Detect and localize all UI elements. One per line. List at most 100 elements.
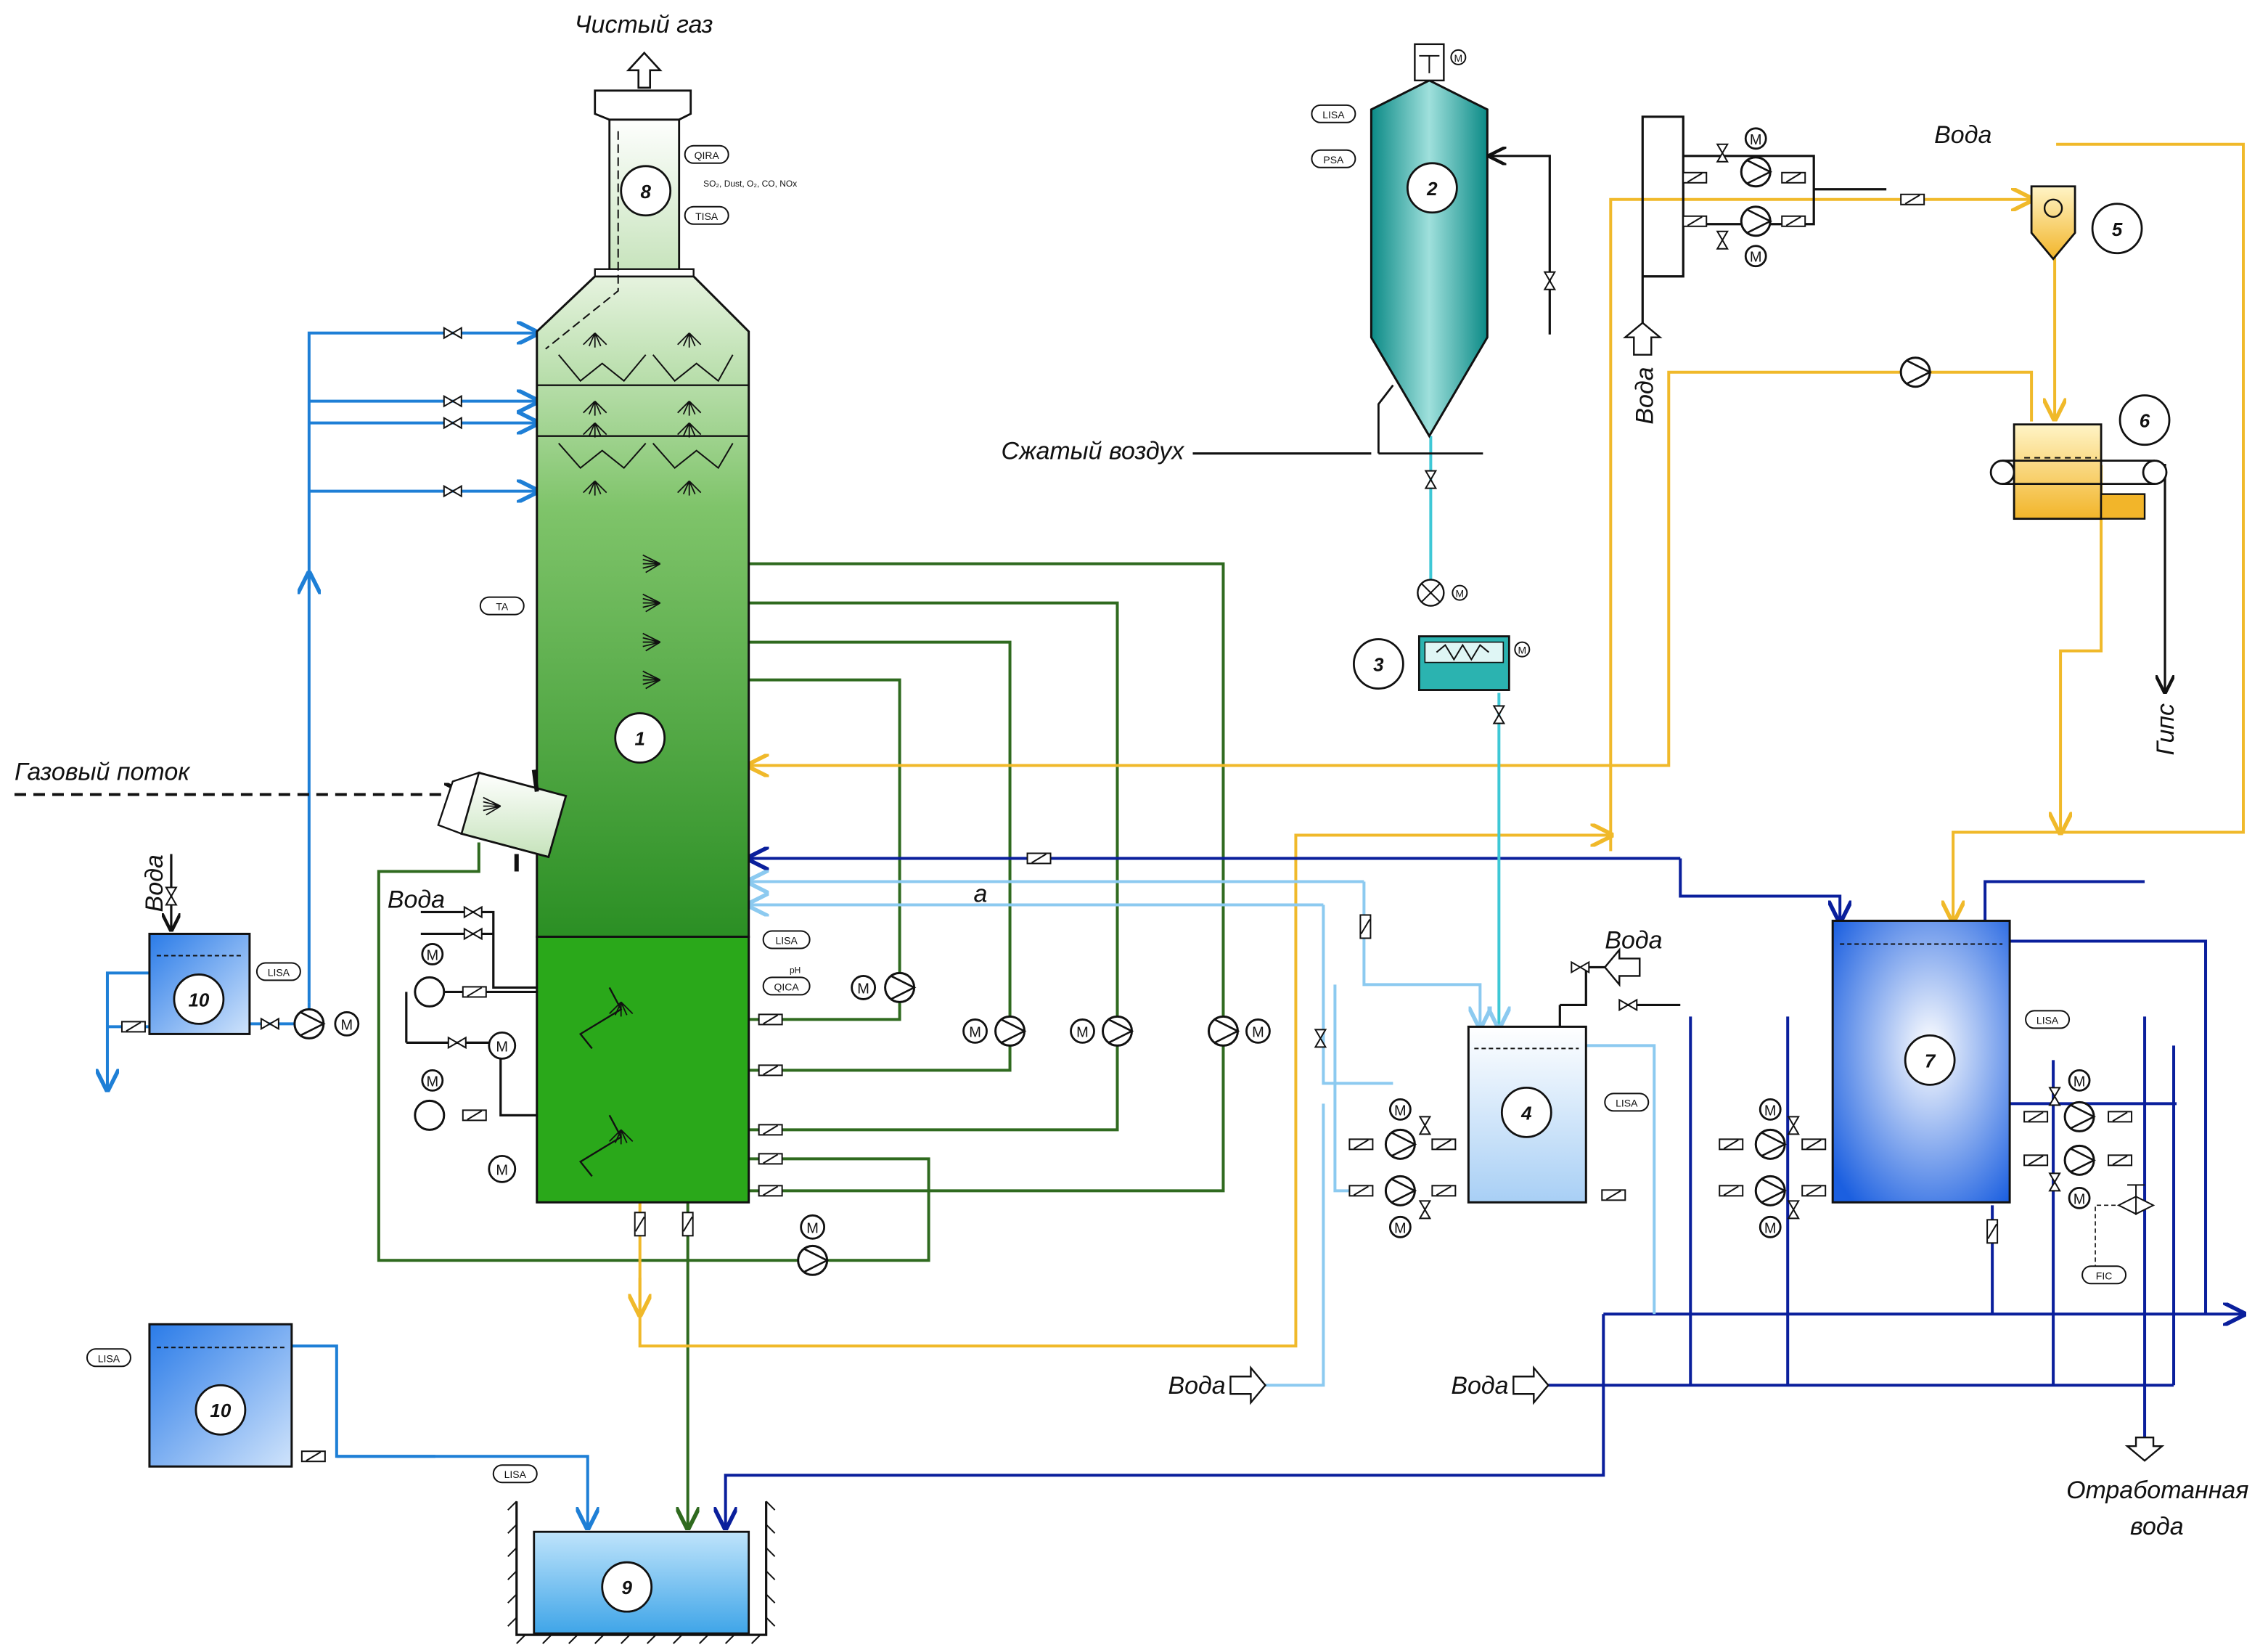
svg-text:M: M [1076, 1024, 1089, 1040]
label-water-tank10: Вода [141, 854, 168, 912]
number-6: 6 [2118, 394, 2171, 446]
svg-text:1: 1 [634, 728, 644, 750]
number-10a: 10 [173, 973, 225, 1025]
svg-text:QIRA: QIRA [695, 150, 720, 161]
label-gypsum: Гипс [2152, 703, 2179, 756]
label-water-bottom-mid: Вода [1451, 1372, 1508, 1400]
number-3: 3 [1353, 638, 1404, 690]
svg-text:M: M [2073, 1191, 2086, 1207]
inlet-arrows [1229, 322, 2165, 1462]
number-1: 1 [614, 712, 666, 764]
tag-ph: pH [790, 965, 801, 975]
gypsum-slurry-lines [640, 142, 2246, 1348]
svg-text:LISA: LISA [268, 966, 290, 978]
tag-tisa: TISA [684, 205, 729, 225]
tag-lisa-10a: LISA [255, 962, 301, 981]
svg-text:M: M [426, 1074, 438, 1090]
number-5: 5 [2091, 203, 2143, 255]
svg-text:M: M [2073, 1074, 2086, 1090]
svg-text:M: M [496, 1039, 508, 1055]
label-water-vertical: Вода [1631, 367, 1658, 424]
number-8: 8 [620, 165, 672, 217]
svg-text:TA: TA [496, 601, 509, 613]
svg-text:5: 5 [2112, 218, 2123, 240]
equipment-numbers: 1 2 3 4 5 6 7 8 9 10 10 [173, 162, 2171, 1613]
instrument-tags: QIRA SO₂, Dust, O₂, CO, NOx TISA TA LISA… [86, 104, 2127, 1484]
svg-text:LISA: LISA [504, 1469, 527, 1480]
belt-filter [1989, 423, 2168, 520]
flowmeters [120, 171, 2133, 1463]
tag-qira: QIRA [684, 144, 729, 164]
tag-lisa-7: LISA [2025, 1010, 2071, 1029]
tag-qica: QICA [762, 976, 811, 996]
label-water-tank4: Вода [1605, 926, 1662, 954]
svg-text:TISA: TISA [695, 211, 719, 222]
svg-text:LISA: LISA [1616, 1097, 1638, 1108]
label-stream-a: a [974, 880, 988, 907]
number-10b: 10 [195, 1384, 247, 1436]
svg-text:M: M [496, 1162, 508, 1178]
label-compressed-air: Сжатый воздух [1002, 438, 1185, 465]
tag-fic: FIC [2081, 1265, 2127, 1285]
svg-text:M: M [1394, 1220, 1407, 1236]
svg-text:LISA: LISA [1322, 109, 1345, 121]
hydrocyclone [2030, 185, 2076, 261]
svg-text:7: 7 [1925, 1050, 1936, 1071]
number-4: 4 [1500, 1086, 1552, 1138]
svg-text:3: 3 [1373, 654, 1384, 676]
svg-text:M: M [1750, 250, 1762, 266]
tag-ta: TA [479, 596, 525, 616]
number-7: 7 [1904, 1034, 1956, 1086]
svg-text:M: M [426, 947, 438, 963]
label-clean-gas: Чистый газ [575, 11, 713, 38]
control-valve [2095, 1184, 2156, 1276]
number-9: 9 [601, 1561, 653, 1613]
svg-text:M: M [1518, 645, 1527, 656]
svg-text:8: 8 [640, 181, 651, 203]
tag-psa: PSA [1311, 149, 1356, 168]
tag-lisa-4: LISA [1604, 1092, 1650, 1112]
tag-lisa-absorber: LISA [762, 930, 811, 949]
valves [165, 143, 2061, 1220]
svg-text:LISA: LISA [2036, 1014, 2059, 1026]
recirculation-lines [377, 562, 1225, 1528]
svg-text:M: M [1764, 1220, 1777, 1236]
svg-text:M: M [857, 981, 869, 997]
absorber-tower [437, 51, 750, 1204]
svg-text:LISA: LISA [775, 934, 798, 946]
svg-text:M: M [1750, 132, 1762, 148]
lime-silo [1370, 43, 1489, 455]
tag-lisa-10b: LISA [86, 1348, 131, 1368]
process-water-lines [726, 858, 2243, 1527]
svg-text:9: 9 [621, 1577, 632, 1598]
label-water-absorber: Вода [388, 886, 445, 913]
label-water-bottom-left: Вода [1168, 1372, 1225, 1400]
tag-qira-note: SO₂, Dust, O₂, CO, NOx [703, 179, 797, 189]
lime-feed-line [1429, 436, 1499, 1027]
svg-text:M: M [1764, 1103, 1777, 1119]
svg-text:PSA: PSA [1323, 154, 1344, 166]
svg-text:LISA: LISA [98, 1352, 120, 1364]
label-waste-water-1: Отработанная [2066, 1477, 2248, 1504]
svg-text:M: M [1252, 1024, 1264, 1040]
svg-text:6: 6 [2140, 410, 2150, 432]
svg-text:M: M [806, 1220, 819, 1236]
svg-text:FIC: FIC [2096, 1270, 2113, 1281]
svg-text:QICA: QICA [774, 981, 800, 992]
svg-text:M: M [969, 1024, 981, 1040]
tag-lisa-silo: LISA [1311, 104, 1356, 123]
flow-labels: Чистый газ Газовый поток Сжатый воздух В… [15, 11, 2248, 1540]
gas-inlet-nozzle [437, 769, 568, 872]
svg-text:10: 10 [210, 1400, 231, 1421]
svg-text:2: 2 [1426, 178, 1438, 200]
svg-text:10: 10 [188, 989, 209, 1010]
svg-text:4: 4 [1520, 1102, 1531, 1124]
svg-text:M: M [341, 1017, 353, 1033]
tag-lisa-sump: LISA [492, 1464, 538, 1484]
svg-text:M: M [1454, 52, 1463, 64]
label-waste-water-2: вода [2130, 1513, 2184, 1540]
dosing-unit [1417, 579, 1510, 691]
svg-text:M: M [1394, 1103, 1407, 1119]
pumps [293, 156, 2095, 1276]
